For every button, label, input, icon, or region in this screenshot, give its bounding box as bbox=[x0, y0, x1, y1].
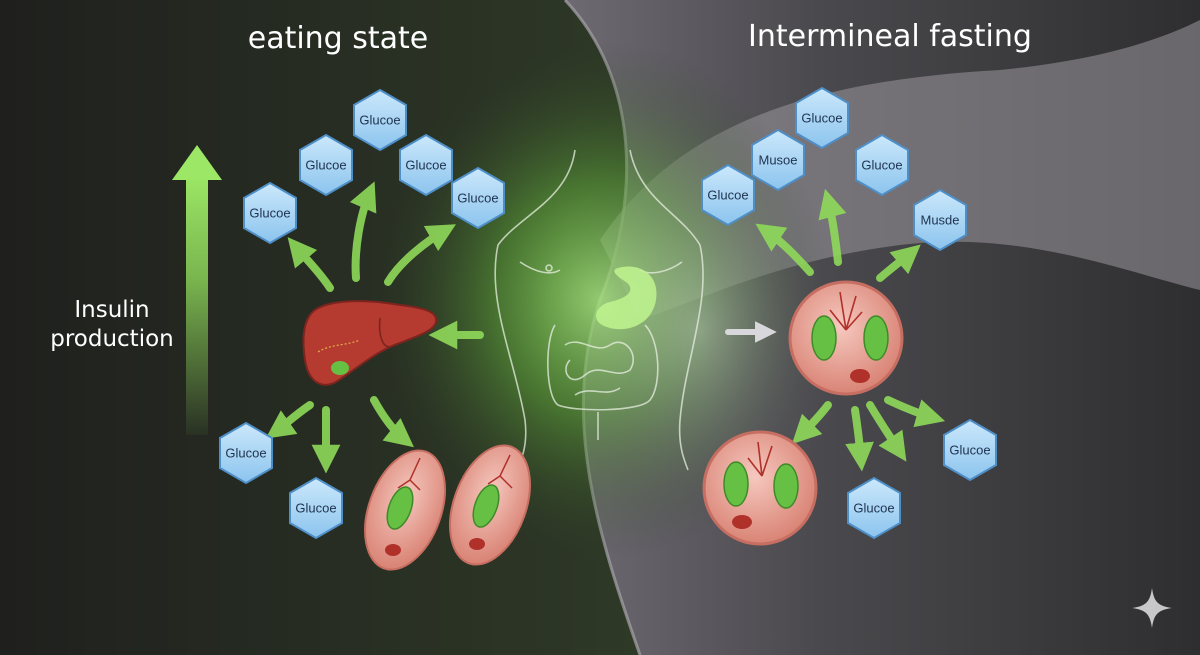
right-flow-arrows bbox=[755, 188, 946, 472]
glucose-hexagon: Glucoe bbox=[855, 133, 909, 197]
sparkle-icon bbox=[1132, 588, 1172, 628]
hexagon-label: Glucoe bbox=[949, 443, 990, 458]
hexagon-shape bbox=[751, 128, 805, 192]
glucose-hexagon: Glucoe bbox=[219, 421, 273, 485]
glucose-hexagon: Glucoe bbox=[399, 133, 453, 197]
glucose-hexagon: Glucoe bbox=[795, 86, 849, 150]
hexagon-shape bbox=[701, 163, 755, 227]
hexagon-label: Glucoe bbox=[359, 113, 400, 128]
liver-icon bbox=[302, 300, 438, 386]
right-title: Intermineal fasting bbox=[748, 19, 1032, 54]
hexagon-shape bbox=[451, 166, 505, 230]
hexagon-label: Glucoe bbox=[707, 188, 748, 203]
glucose-hexagon: Glucoe bbox=[243, 181, 297, 245]
left-title: eating state bbox=[248, 21, 429, 56]
hexagon-label: Glucoe bbox=[225, 446, 266, 461]
glucose-hexagon: Musde bbox=[913, 188, 967, 252]
hexagon-label: Glucoe bbox=[801, 111, 842, 126]
insulin-label-line1: Insulin bbox=[74, 297, 149, 323]
hexagon-shape bbox=[353, 88, 407, 152]
glucose-hexagon: Glucoe bbox=[943, 418, 997, 482]
glucose-hexagon: Musoe bbox=[751, 128, 805, 192]
hexagon-shape bbox=[847, 476, 901, 540]
hexagon-shape bbox=[219, 421, 273, 485]
hexagon-label: Glucoe bbox=[295, 501, 336, 516]
hexagon-label: Musoe bbox=[758, 153, 797, 168]
hexagon-shape bbox=[913, 188, 967, 252]
insulin-arrow bbox=[172, 145, 222, 435]
hexagon-shape bbox=[243, 181, 297, 245]
hexagon-shape bbox=[289, 476, 343, 540]
hexagon-label: Glucoe bbox=[457, 191, 498, 206]
hexagon-shape bbox=[299, 133, 353, 197]
glucose-hexagon: Glucoe bbox=[299, 133, 353, 197]
torso-digestive-outline-icon bbox=[494, 149, 704, 471]
glucose-hexagon: Glucoe bbox=[847, 476, 901, 540]
muscle-cell-icon bbox=[788, 280, 904, 396]
hexagon-label: Musde bbox=[920, 213, 959, 228]
hexagon-label: Glucoe bbox=[853, 501, 894, 516]
hexagon-label: Glucoe bbox=[305, 158, 346, 173]
hexagon-label: Glucoe bbox=[405, 158, 446, 173]
hexagon-label: Glucoe bbox=[249, 206, 290, 221]
hexagon-shape bbox=[795, 86, 849, 150]
glucose-hexagon: Glucoe bbox=[701, 163, 755, 227]
insulin-label-line2: production bbox=[50, 326, 174, 352]
glucose-hexagon: Glucoe bbox=[451, 166, 505, 230]
muscle-cell-icon bbox=[702, 430, 818, 546]
hexagon-shape bbox=[855, 133, 909, 197]
hexagon-label: Glucoe bbox=[861, 158, 902, 173]
hexagon-shape bbox=[943, 418, 997, 482]
glucose-hexagon: Glucoe bbox=[353, 88, 407, 152]
muscle-cell-icon bbox=[364, 449, 446, 571]
left-flow-arrows bbox=[265, 181, 484, 474]
glucose-hexagon: Glucoe bbox=[289, 476, 343, 540]
hexagon-shape bbox=[399, 133, 453, 197]
muscle-cell-icon bbox=[449, 444, 531, 566]
stomach-icon bbox=[596, 266, 657, 330]
